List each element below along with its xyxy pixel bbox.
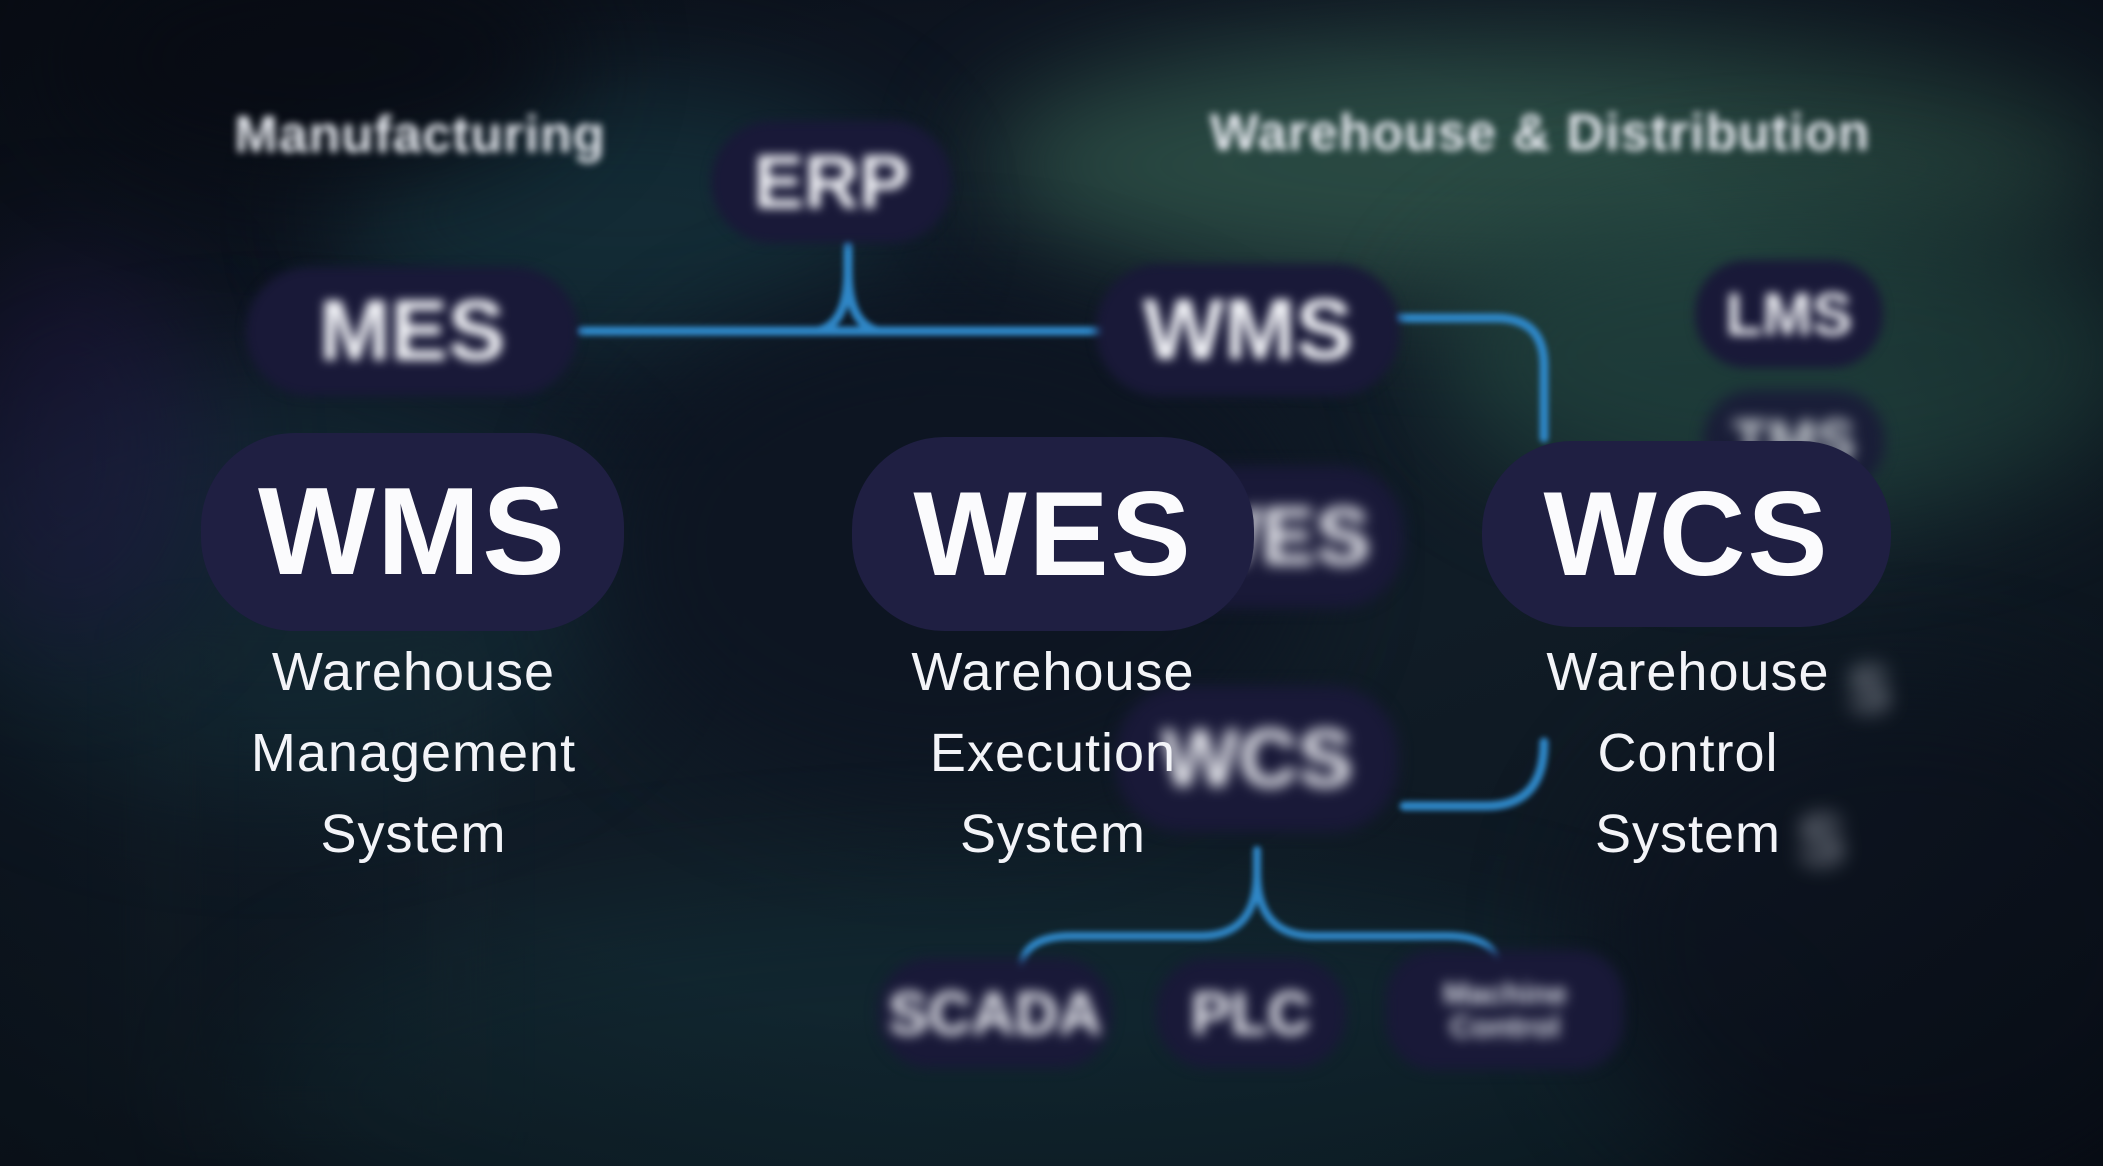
wms-card-description: Warehouse Management System bbox=[161, 632, 666, 875]
wes-card-pill: WES bbox=[852, 437, 1254, 631]
machine-control-node: Machine Control bbox=[1386, 950, 1624, 1070]
wes-card-description: Warehouse Execution System bbox=[813, 632, 1293, 875]
wes-card-abbr: WES bbox=[913, 467, 1193, 601]
wms-desc-line3: System bbox=[320, 804, 507, 864]
wms-card-abbr: WMS bbox=[257, 463, 568, 601]
wcs-desc-line1: Warehouse bbox=[1546, 642, 1830, 702]
wes-desc-line1: Warehouse bbox=[911, 642, 1195, 702]
plc-node-label: PLC bbox=[1191, 979, 1311, 1047]
mes-node-label: MES bbox=[318, 283, 506, 379]
connector-erp-flare-right bbox=[843, 265, 883, 336]
wms-card-pill: WMS bbox=[201, 433, 624, 631]
wms-desc-line1: Warehouse bbox=[271, 642, 556, 702]
connector-branch-scada bbox=[1017, 868, 1261, 992]
lms-node: LMS bbox=[1695, 260, 1883, 368]
connector-elbow-wcs bbox=[1399, 737, 1549, 811]
erp-node: ERP bbox=[711, 121, 952, 243]
erp-node-label: ERP bbox=[753, 139, 910, 225]
wcs-card-pill: WCS bbox=[1482, 441, 1891, 627]
lms-node-label: LMS bbox=[1725, 280, 1853, 348]
warehouse-distribution-section-label: Warehouse & Distribution bbox=[1209, 104, 1871, 162]
wms-node-label: WMS bbox=[1142, 281, 1354, 378]
wcs-card-description: Warehouse Control System bbox=[1448, 632, 1928, 875]
wes-desc-line3: System bbox=[959, 804, 1147, 864]
machine-control-line1: Machine bbox=[1442, 975, 1568, 1011]
wms-desc-line2: Management bbox=[250, 723, 577, 783]
connector-wms-down bbox=[1393, 313, 1549, 443]
wcs-node-blurred: WCS bbox=[1116, 686, 1398, 832]
mes-node: MES bbox=[246, 267, 578, 396]
scada-node: SCADA bbox=[878, 958, 1112, 1068]
wcs-desc-line2: Control bbox=[1597, 723, 1779, 783]
occluded-node-remnant: S bbox=[1798, 801, 1845, 879]
machine-control-line2: Control bbox=[1449, 1009, 1561, 1044]
wcs-node-label: WCS bbox=[1161, 713, 1353, 804]
manufacturing-section-label: Manufacturing bbox=[234, 106, 606, 164]
connector-erp-flare-left bbox=[813, 265, 853, 336]
wms-node: WMS bbox=[1096, 264, 1400, 396]
wcs-card-abbr: WCS bbox=[1543, 467, 1830, 601]
scada-node-label: SCADA bbox=[888, 979, 1102, 1047]
wcs-desc-line3: System bbox=[1594, 804, 1782, 864]
wes-desc-line2: Execution bbox=[929, 723, 1177, 783]
plc-node: PLC bbox=[1156, 958, 1346, 1068]
occluded-node-remnant: S bbox=[1848, 653, 1891, 725]
